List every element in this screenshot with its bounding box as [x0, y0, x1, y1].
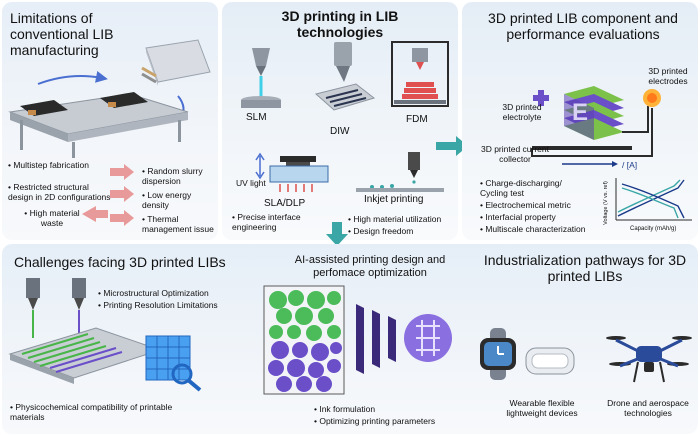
method-label-diw: DIW — [330, 126, 350, 137]
printing-panel: 3D printing in LIB technologies SLM DIW … — [222, 2, 458, 240]
label-current: / [A] — [622, 160, 638, 170]
ai-item: Ink formulation — [314, 404, 375, 414]
inkjet-note: High material utilization — [348, 214, 441, 224]
industry-drone: Drone and aerospace technologies — [607, 398, 689, 418]
svg-text:E: E — [572, 99, 588, 126]
components-title: 3D printed LIB component and performance… — [488, 10, 678, 42]
smartwatch-icon — [480, 328, 516, 380]
evaluation-item: Multiscale characterization — [480, 224, 585, 234]
ai-illustration — [263, 285, 452, 395]
method-label-slm: SLM — [246, 112, 267, 123]
ai-title: AI-assisted printing design and perfomac… — [294, 254, 446, 279]
inkjet-note: Design freedom — [348, 226, 413, 236]
fdm-illustration — [391, 41, 449, 107]
limitation-result: Low energy density — [142, 190, 218, 210]
sla-note: Precise interface engineering — [232, 212, 322, 232]
conveyor-illustration — [8, 70, 189, 158]
sla-dlp-illustration — [255, 152, 329, 192]
components-panel: 3D printed LIB component and performance… — [462, 2, 698, 240]
limitation-item: Restricted structural design in 2D confi… — [8, 182, 112, 202]
printing-title: 3D printing in LIB technologies — [281, 8, 399, 40]
challenges-illustration — [8, 278, 202, 392]
limitation-result: Random slurry dispersion — [142, 166, 218, 186]
challenge-item: Microstructural Optimization — [98, 288, 208, 298]
result-arrows — [82, 164, 134, 226]
method-label-fdm: FDM — [406, 114, 428, 125]
plot-xlabel: Capacity (mAh/g) — [630, 226, 677, 232]
uv-light-label: UV light — [236, 178, 266, 188]
inkjet-illustration — [356, 152, 444, 192]
limitations-panel: Limitations of conventional LIB manufact… — [2, 2, 218, 240]
evaluation-item: Charge-discharging/ Cycling test — [480, 178, 584, 198]
ai-item: Optimizing printing parameters — [314, 416, 435, 426]
flow-arrow-right — [436, 136, 468, 156]
industry-title: Industrialization pathways for 3D printe… — [483, 252, 687, 284]
method-label-inkjet: Inkjet printing — [364, 194, 424, 205]
method-label-sla-dlp: SLA/DLP — [264, 198, 306, 209]
plot-ylabel: Voltage (V vs. ref) — [602, 181, 609, 225]
bottom-panel: Challenges facing 3D printed LIBs Micros… — [2, 244, 698, 434]
flow-arrow-down — [326, 222, 348, 246]
limitations-title: Limitations of conventional LIB manufact… — [10, 10, 114, 58]
label-electrolyte: 3D printed electrolyte — [502, 102, 542, 122]
battery-stack-illustration: E — [531, 86, 661, 167]
limitation-result: Thermal management issue — [142, 214, 218, 234]
evaluation-item: Electrochemical metric — [480, 200, 571, 210]
limitation-item: High material waste — [20, 208, 84, 228]
limitation-item: Multistep fabrication — [8, 160, 89, 170]
industry-wearable: Wearable flexible lightweight devices — [506, 398, 578, 418]
label-collector: 3D printed current collector — [480, 144, 550, 164]
challenge-item: Printing Resolution Limitations — [98, 300, 217, 310]
slm-illustration — [241, 48, 281, 108]
vr-headset-icon — [525, 347, 575, 375]
challenges-title: Challenges facing 3D printed LIBs — [14, 254, 226, 270]
drone-icon — [606, 336, 692, 383]
pouch-cell-illustration — [141, 39, 211, 86]
challenge-bottom: Physicochemical compatibility of printab… — [10, 402, 186, 422]
charge-discharge-plot — [615, 178, 692, 221]
label-electrodes: 3D printed electrodes — [648, 66, 688, 86]
diw-illustration — [314, 42, 376, 111]
evaluation-item: Interfacial property — [480, 212, 555, 222]
